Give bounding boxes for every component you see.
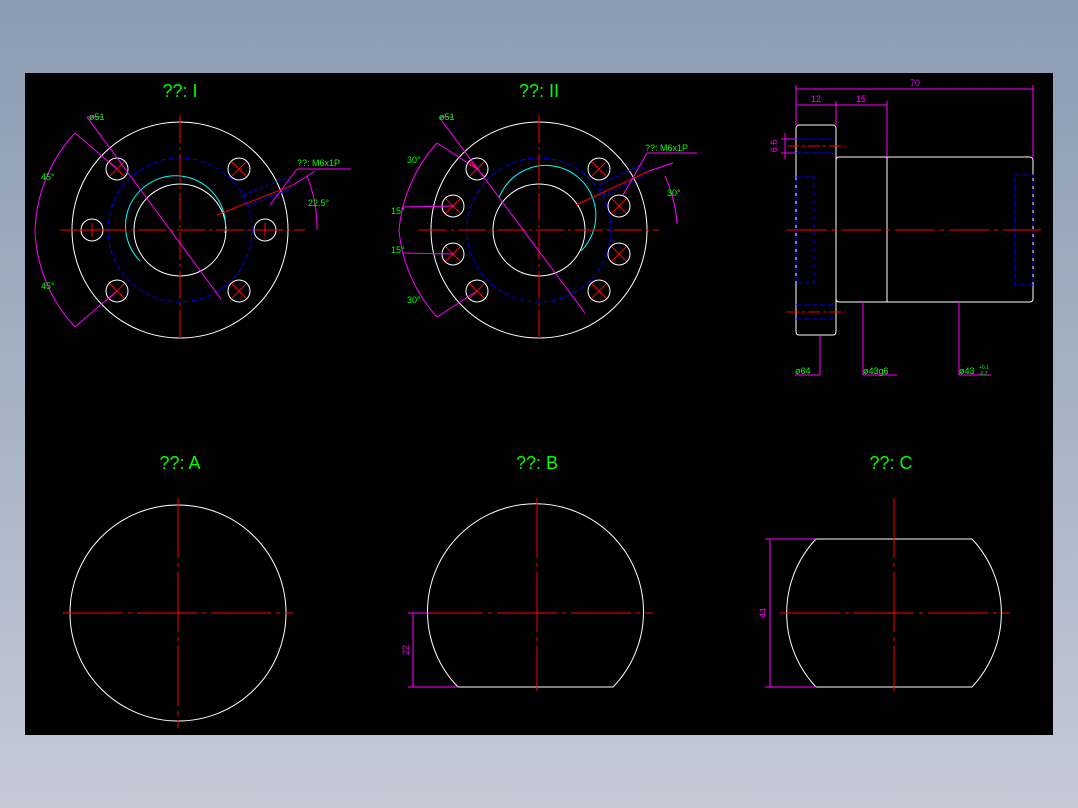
tap-centerline [575, 170, 650, 206]
dim-15: 15 [856, 94, 866, 104]
angle-label-c: 15° [391, 245, 405, 255]
dim-height: 6.6 [769, 140, 779, 153]
tap-centerline [216, 184, 294, 216]
view-1-title: ??: I [162, 81, 197, 101]
dia-flange: ø64 [795, 366, 811, 376]
side-dimensions [781, 85, 1034, 376]
dia-body: ø43g6 [863, 366, 889, 376]
view-2-title: ??: II [519, 81, 559, 101]
thread-arc [498, 164, 597, 252]
angle-label-a: 45° [41, 172, 55, 182]
type-a-centerlines [63, 498, 293, 728]
dia-bore: ø43 [959, 366, 975, 376]
dia-label: ø51 [89, 112, 105, 122]
type-b-centerlines [423, 498, 653, 691]
angle-label-d: 30° [407, 295, 421, 305]
angle-label-a: 30° [407, 155, 421, 165]
angle-label-c: 22.5° [308, 198, 330, 208]
dim-flange: 12 [811, 94, 821, 104]
dim-total: 70 [910, 78, 920, 88]
angle-label-e: 30° [667, 188, 681, 198]
type-c-centerlines [780, 498, 1010, 691]
view-type-2: ??: II [391, 81, 697, 341]
thread-label: ??: M6x1P [645, 143, 688, 153]
centerlines [419, 115, 659, 341]
view-b-title: ??: B [516, 453, 558, 473]
side-hidden [795, 138, 1034, 320]
dim-44: 44 [758, 608, 768, 618]
view-c-title: ??: C [869, 453, 912, 473]
drawing-canvas: ??: I [25, 73, 1053, 735]
view-type-a: ??: A [63, 453, 293, 728]
view-a-title: ??: A [159, 453, 200, 473]
type-c-outline [786, 538, 1002, 688]
tol-lower: -0.2 [979, 371, 988, 377]
type-b-outline [427, 503, 644, 688]
thread-label: ??: M6x1P [297, 158, 340, 168]
bolt-holes [441, 157, 631, 303]
view-side: 70 12 15 6.6 ø64 ø43g6 ø43 +0.1 -0.2 [769, 78, 1041, 377]
tapped-hole [598, 164, 647, 196]
tol-upper: +0.1 [979, 365, 989, 371]
type-c-dimension [765, 538, 816, 688]
view-type-1: ??: I [34, 81, 351, 341]
angle-label-b: 45° [41, 281, 55, 291]
dimensions [398, 116, 697, 318]
angle-label-b: 15° [391, 206, 405, 216]
side-centerlines [787, 145, 1041, 313]
tapped-hole [242, 177, 292, 207]
view-type-b: ??: B 22 [401, 453, 653, 691]
dimensions [34, 116, 351, 328]
dim-22: 22 [401, 645, 411, 655]
type-b-dimension [408, 612, 458, 688]
view-type-c: ??: C 44 [758, 453, 1010, 691]
dia-label: ø51 [439, 112, 455, 122]
centerlines [60, 115, 305, 341]
cad-drawing: ??: I [34, 78, 1041, 728]
thread-arc [125, 175, 226, 262]
